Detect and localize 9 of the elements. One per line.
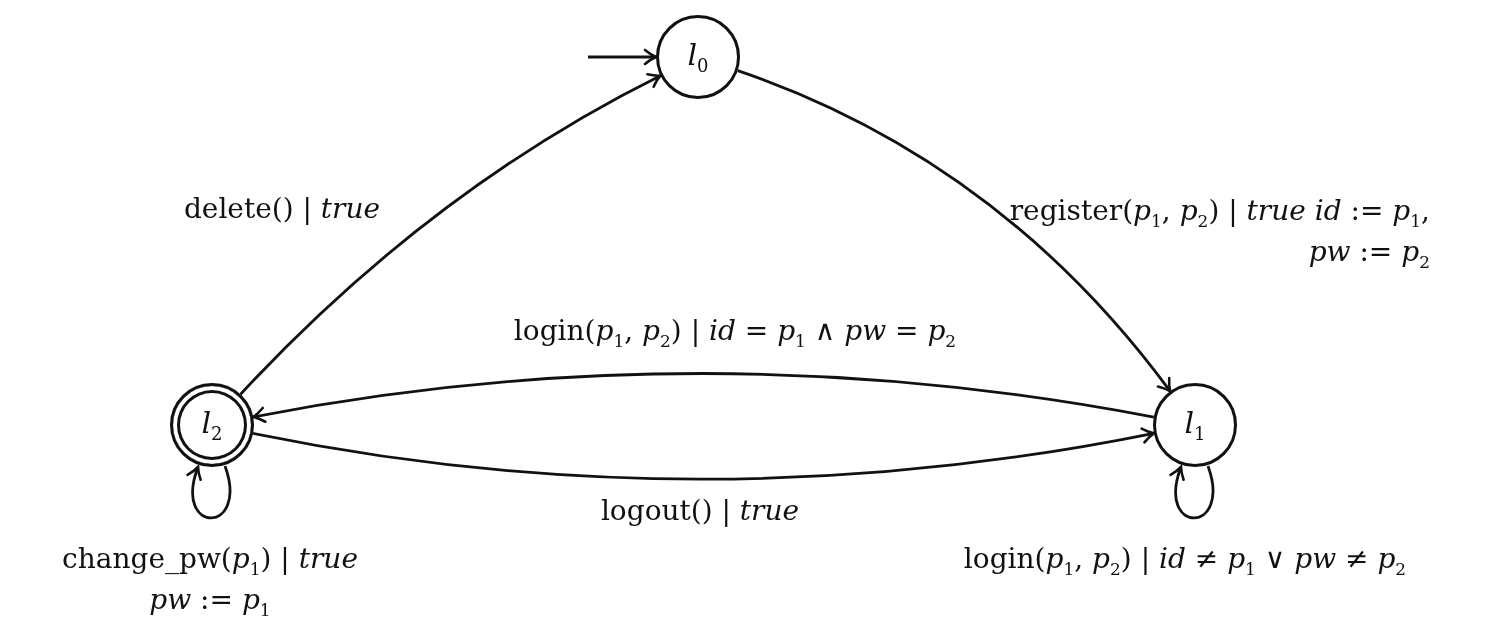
- edge-label: register(p$_{1}$, p$_{2}$) | true id := p$_{1}$, pw := p$_{2}$: [1008, 193, 1430, 274]
- edge-label: login(p$_{1}$, p$_{2}$) | id = p$_{1}$ ∧ pw = p$_{2}$: [512, 313, 958, 353]
- edge-label: login(p$_{1}$, p$_{2}$) | id ≠ p$_{1}$ ∨ pw ≠ p$_{2}$: [962, 541, 1408, 581]
- edge-label: delete() | true: [182, 191, 382, 227]
- state-name: l$_{1}$: [1184, 407, 1206, 443]
- edge-label: logout() | true: [599, 493, 801, 529]
- state-name: l$_{2}$: [201, 407, 223, 443]
- state-name: l$_{0}$: [687, 39, 709, 75]
- edge-label: change_pw(p$_{1}$) | true pw := p$_{1}$: [61, 541, 359, 622]
